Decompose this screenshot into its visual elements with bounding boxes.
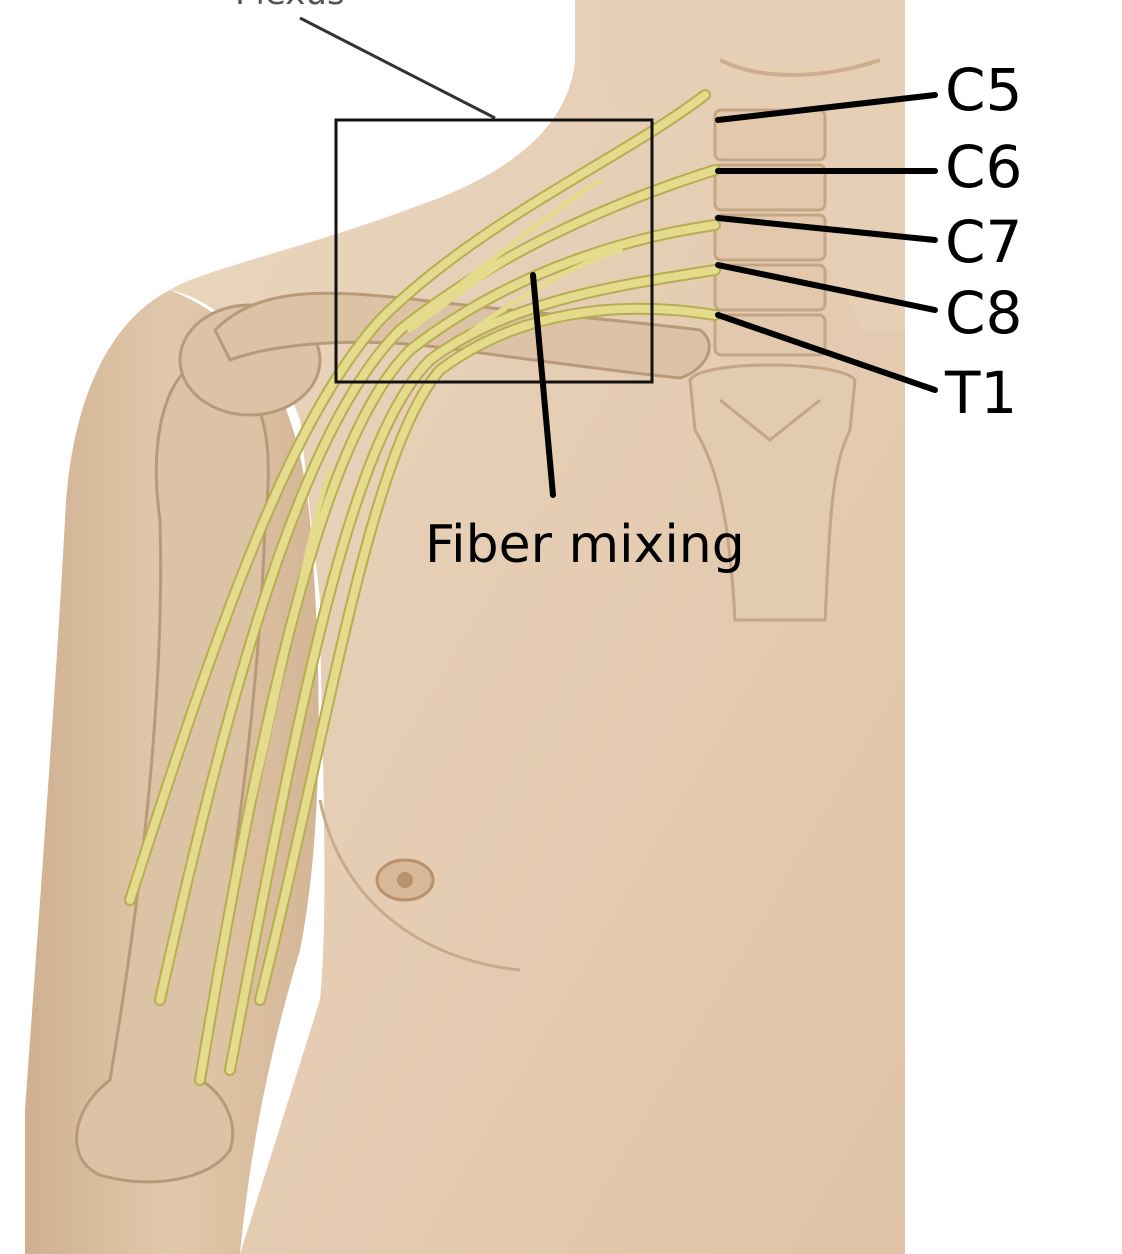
sternum-bone bbox=[688, 363, 857, 622]
c6-label: C6 bbox=[945, 133, 1022, 201]
fiber-mixing-box bbox=[334, 118, 654, 384]
pectoral-contour bbox=[318, 799, 521, 972]
fiber-mixing-label: Fiber mixing bbox=[425, 515, 745, 575]
sternal-notch bbox=[719, 398, 821, 442]
c8-leader-line bbox=[715, 262, 938, 313]
t1-label: T1 bbox=[944, 359, 1017, 427]
fiber-mixing-leader-line bbox=[530, 272, 556, 498]
c8-label: C8 bbox=[945, 279, 1022, 347]
c5-label: C5 bbox=[945, 56, 1022, 124]
plexus-title-label: Plexus bbox=[235, 0, 345, 13]
c5-leader-line bbox=[715, 92, 938, 123]
root-leader-lines bbox=[715, 92, 938, 393]
chin-shadow bbox=[719, 58, 881, 77]
c7-leader-line bbox=[715, 215, 938, 243]
nipple-center bbox=[397, 872, 413, 888]
brachial-plexus-nerves bbox=[124, 89, 721, 1086]
plexus-leader-line bbox=[299, 16, 496, 120]
t1-leader-line bbox=[715, 312, 938, 393]
c7-label: C7 bbox=[945, 208, 1022, 276]
